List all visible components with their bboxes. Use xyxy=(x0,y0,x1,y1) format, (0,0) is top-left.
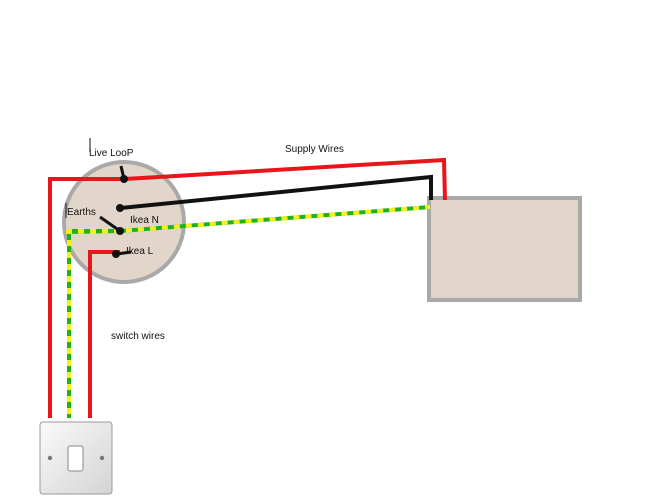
terminal-neutral xyxy=(116,204,124,212)
earth-tail xyxy=(99,215,121,233)
supply-neutral-wire xyxy=(120,174,433,210)
light-fitting-box xyxy=(427,196,582,302)
label-switch-wires: switch wires xyxy=(111,331,165,342)
terminal-ikea-l xyxy=(112,250,120,258)
switch-return-wire xyxy=(88,250,120,418)
switch-earth-wire xyxy=(67,229,120,418)
supply-live-wire xyxy=(123,157,447,201)
terminal-earth xyxy=(116,227,124,235)
light-switch xyxy=(39,421,113,495)
switch-screw-left xyxy=(47,455,53,461)
live-loop-wire xyxy=(48,177,124,418)
switch-screw-right xyxy=(99,455,105,461)
label-ikea-n: Ikea N xyxy=(130,215,159,226)
label-supply-wires: Supply Wires xyxy=(285,144,344,155)
label-earths: Earths xyxy=(67,207,96,218)
terminal-live-loop xyxy=(120,175,128,183)
label-live-loop: Live LooP xyxy=(89,148,134,159)
label-ikea-l: Ikea L xyxy=(126,246,154,257)
